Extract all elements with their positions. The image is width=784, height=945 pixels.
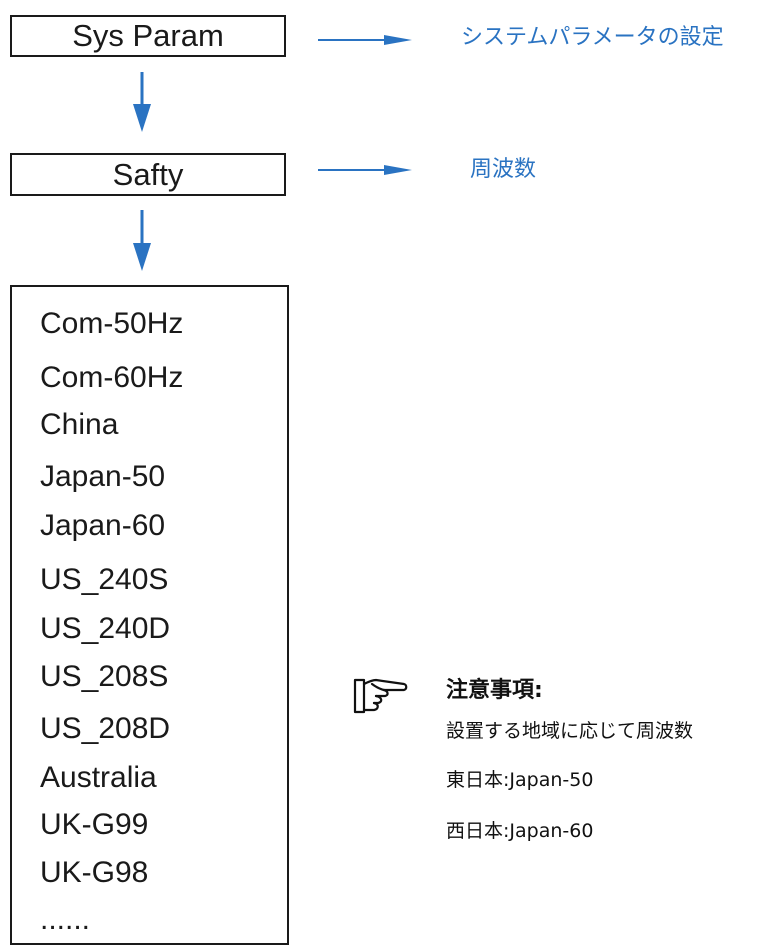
safty-description: 周波数: [470, 157, 537, 182]
arrow-down-1: [133, 72, 151, 132]
list-item: US_208D: [40, 712, 171, 745]
safty-label: Safty: [112, 157, 184, 192]
arrow-down-2: [133, 210, 151, 271]
pointing-hand-icon: [352, 674, 408, 718]
list-item: ......: [40, 903, 91, 936]
list-item: Com-50Hz: [40, 307, 184, 340]
list-item: US_240S: [40, 563, 169, 596]
arrow-right-sys-param: [318, 35, 412, 45]
note-title: 注意事項:: [446, 678, 543, 703]
list-item: Japan-60: [40, 509, 166, 542]
list-item: US_240D: [40, 612, 171, 645]
list-item: US_208S: [40, 660, 169, 693]
list-item: Japan-50: [40, 460, 166, 493]
sys-param-description: システムパラメータの設定: [461, 25, 724, 50]
sys-param-label: Sys Param: [72, 18, 224, 53]
safety-options-list: Com-50Hz Com-60Hz China Japan-50 Japan-6…: [10, 285, 289, 945]
list-item: UK-G98: [40, 856, 149, 889]
sys-param-box: Sys Param: [10, 15, 286, 57]
list-item: Com-60Hz: [40, 361, 184, 394]
list-item: Australia: [40, 761, 157, 794]
note-line: 東日本:Japan-50: [446, 769, 594, 791]
list-item: UK-G99: [40, 808, 149, 841]
note-line: 西日本:Japan-60: [446, 820, 594, 842]
list-item: China: [40, 408, 119, 441]
note-line: 設置する地域に応じて周波数: [446, 720, 694, 742]
arrow-right-safty: [318, 165, 412, 175]
safty-box: Safty: [10, 153, 286, 196]
